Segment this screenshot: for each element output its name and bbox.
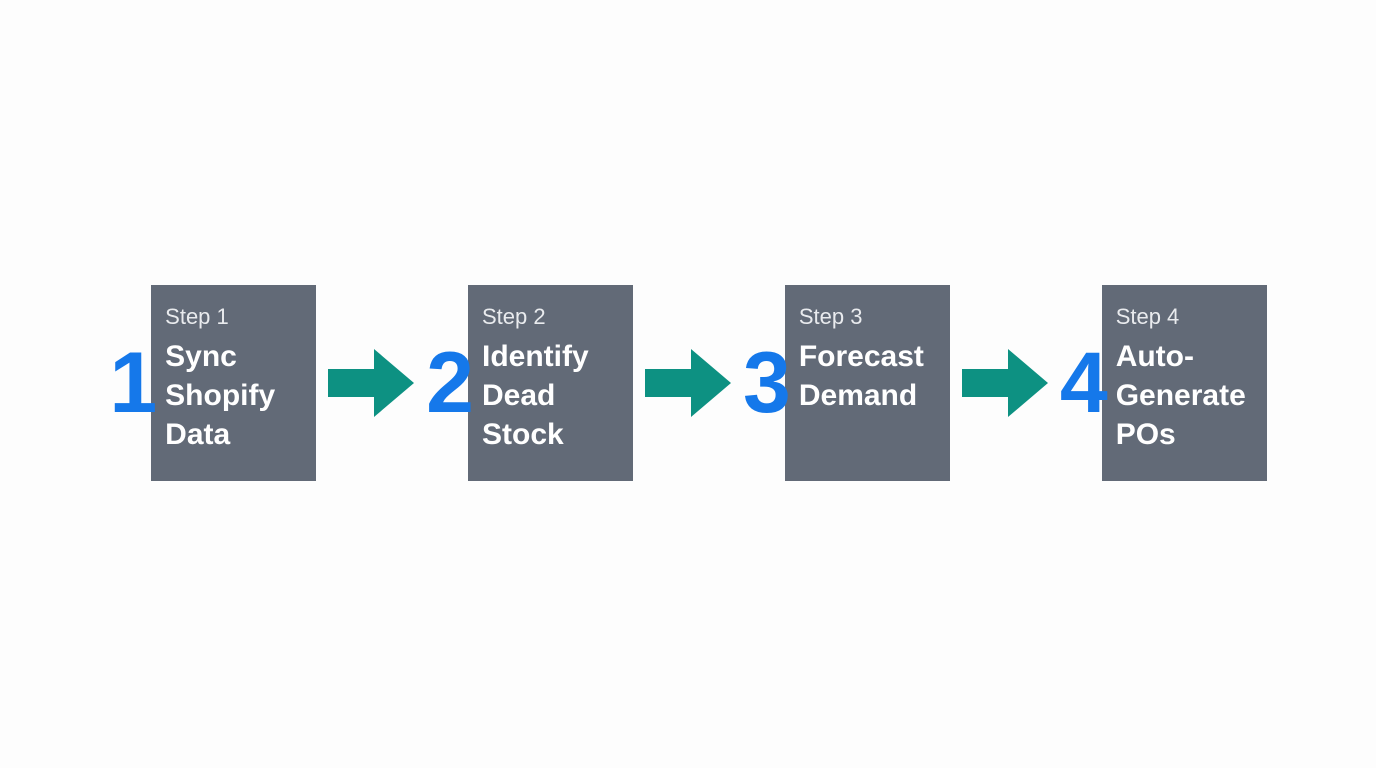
arrow-right-icon-2 bbox=[645, 347, 731, 419]
step-title-3: Forecast Demand bbox=[798, 340, 924, 412]
step-number-3: 3 bbox=[743, 335, 791, 431]
step-group-3[interactable]: 3 Step 3 Forecast Demand bbox=[743, 285, 950, 481]
step-card-2[interactable]: Step 2 Identify Dead Stock bbox=[468, 285, 633, 481]
step-group-1[interactable]: 1 Step 1 Sync Shopify Data bbox=[109, 285, 317, 481]
step-title-2: Identify Dead Stock bbox=[482, 340, 589, 451]
step-group-4[interactable]: 4 Step 4 Auto- Generate POs bbox=[1060, 285, 1267, 481]
arrow-right-icon-3 bbox=[961, 347, 1048, 419]
flow-steps-row: 1 Step 1 Sync Shopify Data 2 Step 2 Iden… bbox=[0, 285, 1376, 481]
step-label-3: Step 3 bbox=[798, 304, 863, 329]
arrow-right-icon-1 bbox=[328, 347, 415, 419]
step-title-4: Auto- Generate POs bbox=[1115, 340, 1246, 451]
step-group-2[interactable]: 2 Step 2 Identify Dead Stock bbox=[426, 285, 633, 481]
step-card-4[interactable]: Step 4 Auto- Generate POs bbox=[1101, 285, 1267, 481]
step-card-3[interactable]: Step 3 Forecast Demand bbox=[784, 285, 950, 481]
step-number-4: 4 bbox=[1059, 335, 1108, 431]
step-card-1[interactable]: Step 1 Sync Shopify Data bbox=[151, 285, 317, 481]
step-number-1: 1 bbox=[109, 335, 157, 431]
step-title-1: Sync Shopify Data bbox=[165, 340, 276, 451]
step-label-1: Step 1 bbox=[165, 304, 229, 329]
step-label-2: Step 2 bbox=[482, 304, 546, 329]
step-number-2: 2 bbox=[426, 335, 474, 431]
step-label-4: Step 4 bbox=[1115, 304, 1180, 329]
